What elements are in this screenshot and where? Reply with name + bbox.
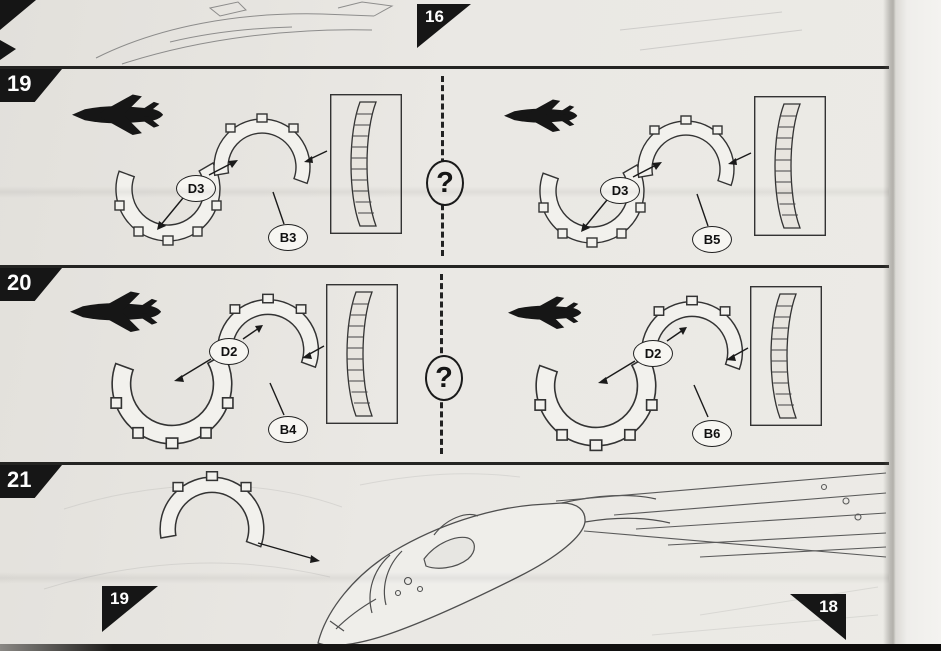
part-label-d3-left: D3 <box>176 175 216 202</box>
step-19-left-option <box>72 93 402 246</box>
part-label-d2-right: D2 <box>633 340 673 367</box>
intake-cowl-part-drawing <box>534 355 658 452</box>
page-edge-shadow <box>883 0 896 644</box>
step-20-diagram <box>70 284 822 452</box>
step-19-diagram <box>72 93 826 248</box>
step-20-left-option <box>70 284 398 450</box>
intake-lip-part-drawing <box>637 115 735 187</box>
boxed-detail-part-drawing <box>754 95 826 237</box>
arrow-heads <box>581 158 737 232</box>
part-label-b4: B4 <box>268 416 308 443</box>
photo-bottom-edge <box>0 644 941 651</box>
section-divider <box>0 66 889 69</box>
fuselage-assembly-drawing <box>317 494 671 644</box>
intake-cowl-part-drawing <box>110 353 234 450</box>
part-label-b5: B5 <box>692 226 732 253</box>
part-label-d2-left: D2 <box>209 338 249 365</box>
assembly-arrows <box>257 542 315 560</box>
step-20-right-option <box>508 286 822 452</box>
intake-cowl-part-drawing <box>538 164 646 248</box>
boxed-detail-part-drawing <box>330 93 402 235</box>
alternative-choice-question-mark: ? <box>425 355 463 401</box>
page-corner-marks <box>0 0 36 60</box>
arrow-heads <box>310 555 320 563</box>
page-right-margin <box>896 0 941 644</box>
harrier-silhouette-icon <box>70 291 162 332</box>
boxed-detail-part-drawing <box>326 284 398 424</box>
part-label-d3-right: D3 <box>600 177 640 204</box>
boxed-detail-part-drawing <box>750 286 822 426</box>
section-divider <box>0 462 889 465</box>
step-19-right-option <box>504 95 826 248</box>
part-label-b6: B6 <box>692 420 732 447</box>
section-divider <box>0 265 889 268</box>
paper-crease <box>0 572 889 584</box>
alternative-choice-question-mark: ? <box>426 160 464 206</box>
arrow-heads <box>598 327 736 384</box>
intake-cowl-part-drawing <box>114 162 222 246</box>
wing-drawing <box>555 472 887 558</box>
harrier-silhouette-icon <box>72 94 164 135</box>
arrow-heads <box>174 325 312 382</box>
step-16-artwork <box>0 0 803 65</box>
intake-lip-part-drawing <box>159 471 265 548</box>
part-label-b3: B3 <box>268 224 308 251</box>
harrier-silhouette-icon <box>508 296 582 329</box>
arrow-heads <box>157 156 313 230</box>
harrier-silhouette-icon <box>504 99 578 132</box>
intake-lip-part-drawing <box>213 113 311 185</box>
step-21-diagram <box>43 471 887 644</box>
paper-crease <box>0 186 889 198</box>
